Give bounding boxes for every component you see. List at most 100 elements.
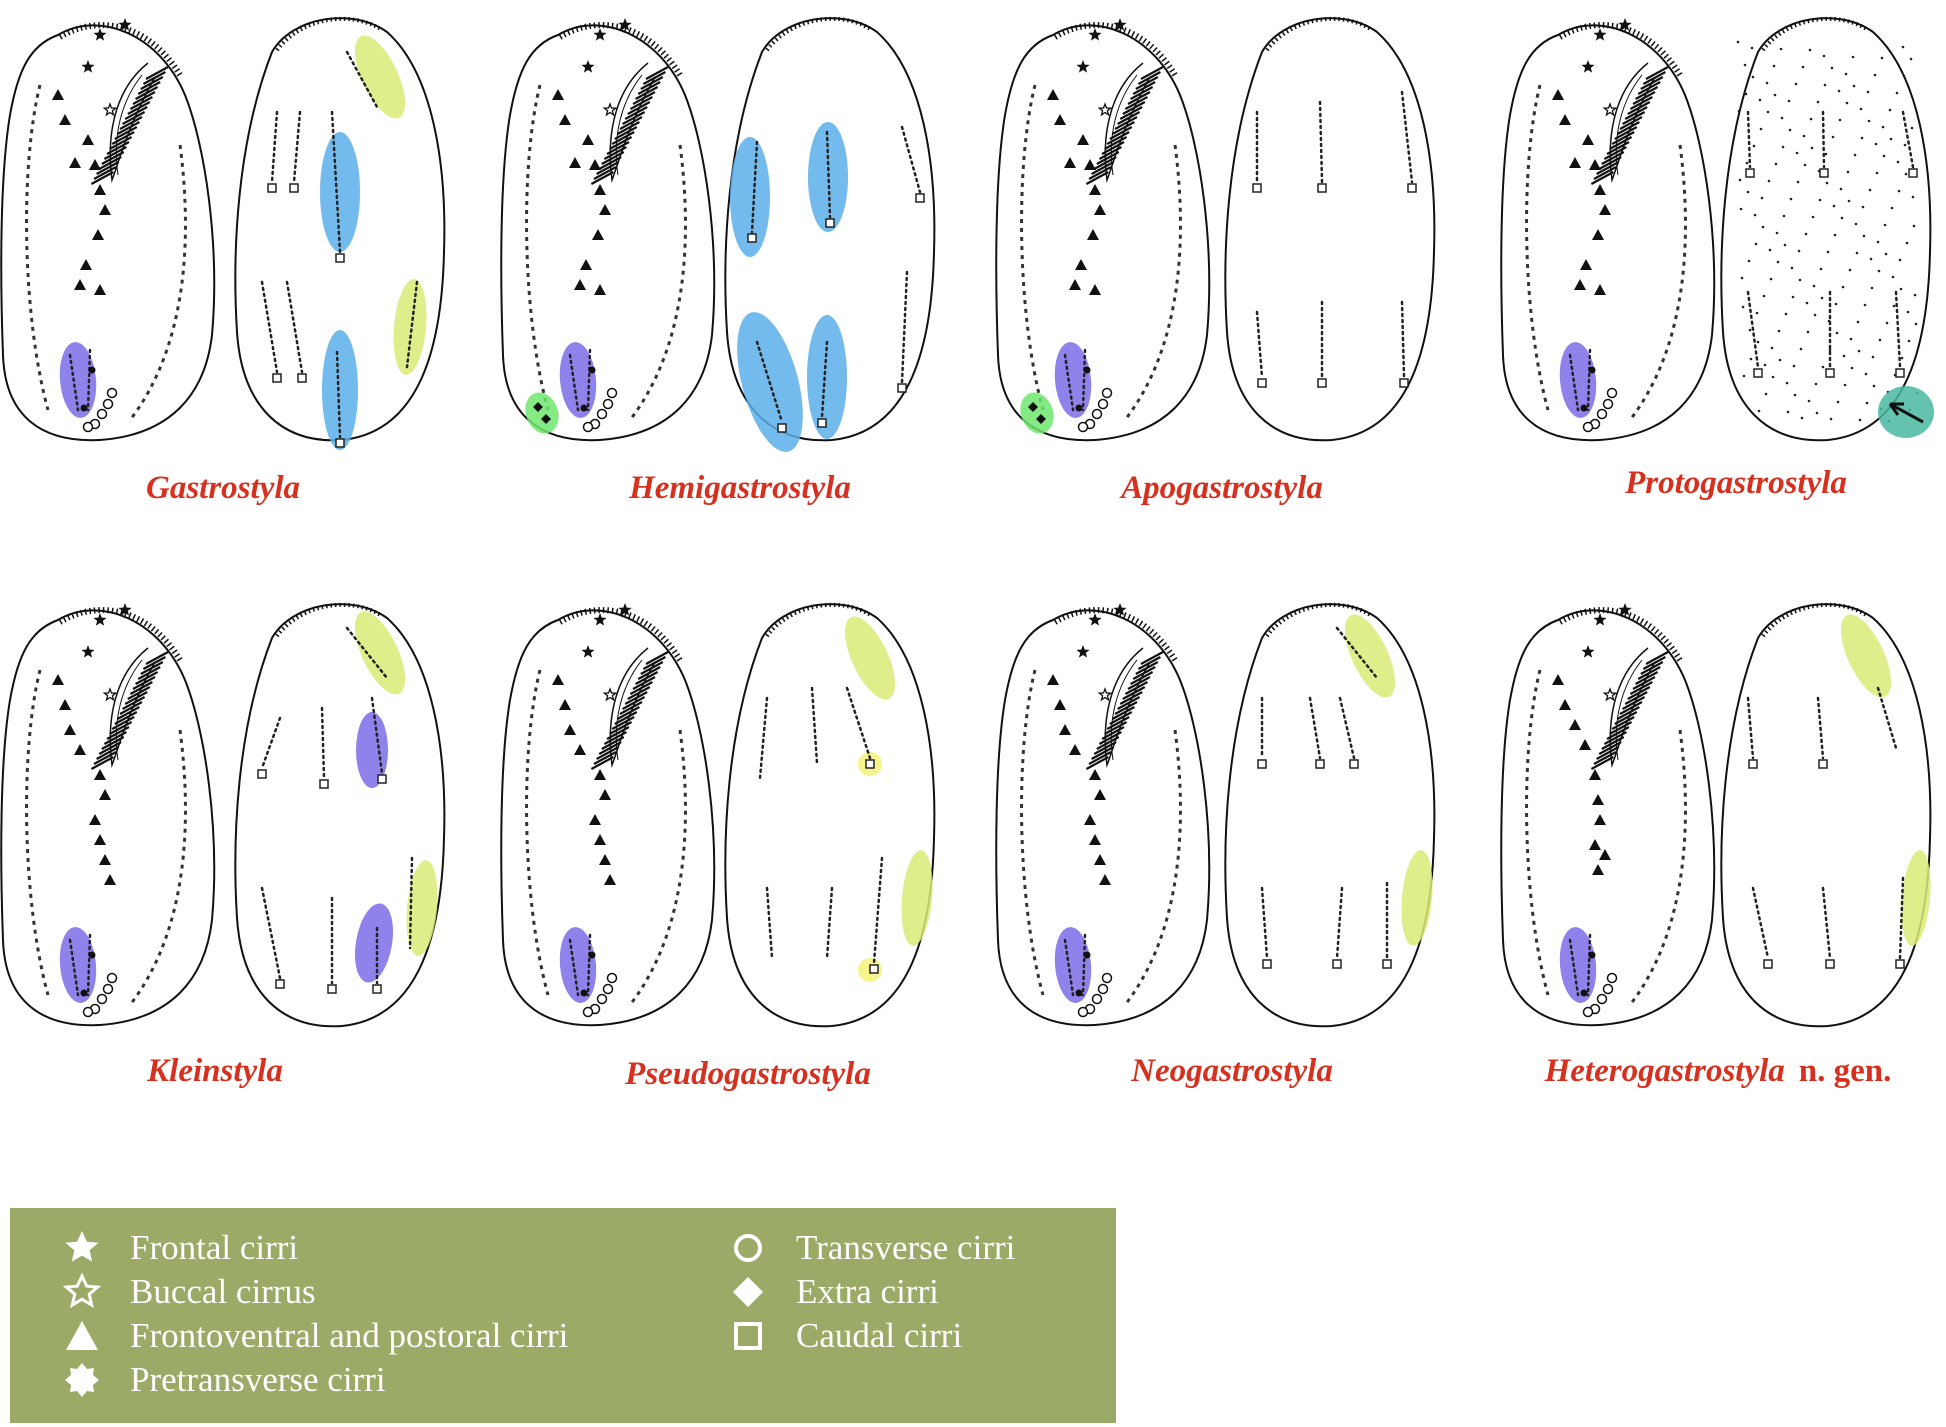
dorsal-kinety: [750, 140, 759, 234]
dorsal-bristle-dot: [1791, 295, 1795, 299]
dorsal-bristle-dot: [1902, 74, 1906, 78]
membranelle: [1645, 66, 1669, 80]
membranelle: [1616, 121, 1640, 135]
legend-item-pretransverse: Pretransverse cirri: [62, 1360, 386, 1400]
frontoventral-cirrus-marker: [1077, 134, 1089, 145]
dorsal-bristle-dot: [1807, 399, 1811, 403]
membranelle: [1117, 111, 1141, 125]
pretransverse-cirrus-marker: [88, 951, 96, 959]
dorsal-bristle-dot: [1848, 268, 1852, 272]
highlight-kinety: [1901, 850, 1931, 946]
ventral-cell: [995, 18, 1211, 442]
dorsal-bristle-dot: [1860, 136, 1864, 140]
membranelle: [116, 706, 140, 720]
membranelle: [1622, 111, 1646, 125]
dorsal-kinety: [1335, 626, 1379, 680]
caudal-cirrus-marker: [1407, 183, 1417, 193]
right-marginal-row: [628, 729, 687, 1006]
dorsal-bristle-dot: [1767, 179, 1771, 183]
membranelle: [593, 751, 617, 765]
undulating-membrane: [1104, 647, 1151, 768]
dorsal-bristle-dot: [1742, 374, 1746, 378]
frontoventral-cirrus-marker: [1089, 284, 1101, 295]
dorsal-bristle-dot: [1763, 363, 1767, 367]
dorsal-cell: [234, 16, 446, 450]
dorsal-bristle-dot: [1755, 311, 1759, 315]
dorsal-bristle-dot: [1883, 223, 1887, 227]
dorsal-bristle-dot: [1843, 383, 1847, 387]
membranelle: [614, 126, 638, 140]
membranelle: [1088, 166, 1112, 180]
transverse-cirrus-marker: [582, 421, 594, 433]
ventral-row: [586, 933, 592, 997]
dorsal-kinety: [292, 110, 302, 184]
dorsal-bristle-dot: [1889, 137, 1893, 141]
right-marginal-row: [1123, 144, 1182, 421]
dorsal-bristle-dot: [1867, 119, 1871, 123]
frontoventral-cirrus-marker: [1094, 789, 1106, 800]
dorsal-bristle-dot: [1757, 409, 1761, 413]
dorsal-bristle-dot: [1890, 206, 1894, 210]
adoral-zone: [1053, 22, 1178, 77]
frontal-cirrus-marker: [1618, 603, 1632, 616]
caudal-cirrus-marker: [272, 373, 282, 383]
adoral-zone: [1053, 607, 1178, 662]
dorsal-bristle-dot: [1851, 55, 1855, 59]
ventral-cell: [0, 18, 216, 442]
dorsal-bristle-dot: [1832, 204, 1836, 208]
dorsal-bristle-dot: [1898, 258, 1902, 262]
caudal-cirrus-marker: [1763, 959, 1773, 969]
dorsal-bristle-dot: [1913, 293, 1917, 297]
membranelle: [1614, 711, 1638, 725]
caudal-cirrus-marker: [1315, 759, 1325, 769]
pretransverse-cirrus-marker: [1083, 366, 1091, 374]
membranelle: [1140, 66, 1164, 80]
legend-item-extra: Extra cirri: [728, 1272, 939, 1312]
frontoventral-cirrus-marker: [94, 834, 106, 845]
caudal-cirrus-marker: [865, 759, 875, 769]
frontal-cirrus-marker: [1088, 613, 1102, 626]
buccal-cirrus-marker: [102, 102, 118, 117]
membranelle: [116, 121, 140, 135]
frontoventral-cirrus-marker: [1094, 854, 1106, 865]
dorsal-kinety: [825, 130, 832, 219]
filled-triangle-icon: [66, 1321, 98, 1350]
genus-name: Hemigastrostyla: [629, 470, 851, 506]
membranelle: [1593, 166, 1617, 180]
undulating-membrane: [1615, 74, 1643, 176]
transverse-cirrus-marker: [1582, 1006, 1594, 1018]
genus-name: Gastrostyla: [145, 470, 301, 506]
dorsal-bristle-dot: [1738, 178, 1742, 182]
caudal-cirrus-marker: [1382, 959, 1392, 969]
legend-item-caudal: Caudal cirri: [728, 1316, 962, 1356]
dorsal-bristle-dot: [1749, 357, 1753, 361]
dorsal-bristle-dot: [1900, 356, 1904, 360]
frontoventral-cirrus-marker: [569, 157, 581, 168]
dorsal-bristle-dot: [1853, 153, 1857, 157]
dorsal-bristle-dot: [1778, 358, 1782, 362]
dorsal-kinety: [1876, 686, 1898, 750]
genus-label-kleinstyla: Kleinstyla: [147, 1053, 283, 1090]
dorsal-kinety: [1318, 100, 1324, 184]
membranelle: [1614, 126, 1638, 140]
genus-suffix: n. gen.: [1798, 1053, 1892, 1089]
dorsal-bristle-dot: [1837, 89, 1841, 93]
dorsal-bristle-dot: [1907, 339, 1911, 343]
dorsal-kinety: [405, 280, 419, 369]
frontoventral-cirrus-marker: [559, 699, 571, 710]
undulating-membrane: [615, 74, 643, 176]
membranelle: [1114, 116, 1138, 130]
dorsal-bristle-dot: [1882, 154, 1886, 158]
dorsal-bristle-dot: [1771, 375, 1775, 379]
dorsal-kinety: [1338, 696, 1356, 760]
frontal-cirrus-marker: [1581, 60, 1595, 73]
membranelle: [1140, 651, 1164, 665]
frontoventral-cirrus-marker: [594, 284, 606, 295]
dorsal-bristle-dot: [1810, 146, 1814, 150]
frontoventral-cirrus-marker: [89, 814, 101, 825]
dorsal-cell: [1720, 602, 1932, 1028]
buccal-cirrus-marker: [602, 687, 618, 702]
membranelle: [616, 121, 640, 135]
frontoventral-cirrus-marker: [599, 789, 611, 800]
dorsal-kinety: [1255, 310, 1264, 379]
